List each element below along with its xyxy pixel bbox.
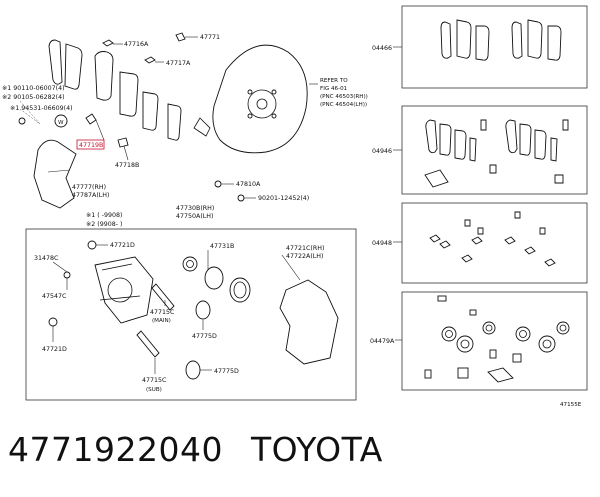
brand-name: TOYOTA xyxy=(250,430,383,469)
dust-cover-plate xyxy=(193,44,308,154)
label-47721D-bottom: 47721D xyxy=(42,346,67,353)
bolt-47810A xyxy=(214,180,222,188)
part-number-caption: 4771922040 TOYOTA xyxy=(8,430,411,469)
bolt-47721D-top xyxy=(87,240,97,250)
label-note1: ※1 90110-06007(4) xyxy=(2,85,65,92)
label-region-1: ※1 ( -9908) xyxy=(86,212,123,219)
kit-box-04479A xyxy=(401,291,588,391)
clip-47718B xyxy=(117,137,129,148)
svg-text:W: W xyxy=(58,120,64,126)
highlight-47719B xyxy=(76,139,105,150)
circled-w-marker xyxy=(54,114,68,128)
label-47719B[interactable]: 47719B xyxy=(79,142,103,149)
caliper-assembly-box xyxy=(25,228,357,401)
label-47721D-top: 47721D xyxy=(110,242,135,249)
label-refer-1: REFER TO xyxy=(320,78,348,84)
boot-47775D-upper xyxy=(195,300,211,320)
piston-seal-kit xyxy=(182,256,251,303)
caliper-mounting-bracket xyxy=(279,279,339,365)
clip-47717A xyxy=(144,56,156,64)
label-47730B: 47730B(RH) xyxy=(176,205,214,212)
bleeder-47547C xyxy=(63,271,71,279)
label-kit-04946: 04946 xyxy=(372,148,392,155)
label-47731B: 47731B xyxy=(210,243,234,250)
label-note2: ※2 90105-06282(4) xyxy=(2,94,65,101)
label-47810A: 47810A xyxy=(236,181,261,188)
caliper-body xyxy=(94,256,154,324)
label-31478C: 31478C xyxy=(34,255,59,262)
plate-47777 xyxy=(33,139,77,209)
label-47718B: 47718B xyxy=(115,162,139,169)
brake-pads-group xyxy=(48,39,182,141)
label-refer-4: (PNC 46504(LH)) xyxy=(320,102,367,108)
label-94531: ※1 94531-06609(4) xyxy=(10,105,73,112)
label-47787A: 47787A(LH) xyxy=(72,192,110,199)
kit-04466-pads xyxy=(440,19,562,61)
washer-90201 xyxy=(237,194,245,202)
label-90201: 90201-12452(4) xyxy=(258,195,309,202)
label-47547C: 47547C xyxy=(42,293,67,300)
boot-47775D-lower xyxy=(185,360,201,380)
label-region-2: ※2 (9908- ) xyxy=(86,221,123,228)
label-sub: (SUB) xyxy=(146,387,162,393)
shim-47719B xyxy=(85,113,97,125)
label-47771: 47771 xyxy=(200,34,220,41)
bolt-47721D-bottom xyxy=(48,317,58,327)
label-47750A: 47750A(LH) xyxy=(176,213,214,220)
label-47775D-upper: 47775D xyxy=(192,333,217,340)
label-refer-2: FIG 46-01 xyxy=(320,86,348,92)
label-47775D-lower: 47775D xyxy=(214,368,239,375)
label-47716A: 47716A xyxy=(124,41,149,48)
label-47777: 47777(RH) xyxy=(72,184,106,191)
slide-pin-main xyxy=(151,283,175,311)
kit-04479A-seals xyxy=(424,295,570,383)
kit-04946-pads xyxy=(424,119,569,188)
label-47715C-main: 47715C xyxy=(150,309,175,316)
kit-04948-clips xyxy=(429,211,556,267)
part-number: 4771922040 xyxy=(8,430,223,469)
kit-box-04948 xyxy=(401,202,588,284)
label-47721C: 47721C(RH) xyxy=(286,245,324,252)
bolt-94531 xyxy=(18,117,26,125)
label-47715C-sub: 47715C xyxy=(142,377,167,384)
label-kit-04948: 04948 xyxy=(372,240,392,247)
clip-47716A xyxy=(102,39,114,47)
label-47722A: 47722A(LH) xyxy=(286,253,324,260)
leader-lines xyxy=(47,36,318,374)
figure-reference: 47155E xyxy=(560,402,582,408)
label-main: (MAIN) xyxy=(152,318,171,324)
label-47717A: 47717A xyxy=(166,60,191,67)
slide-pin-sub xyxy=(136,330,160,358)
clip-47771 xyxy=(175,32,186,42)
label-kit-04466: 04466 xyxy=(372,45,392,52)
label-refer-3: (PNC 46503(RH)) xyxy=(320,94,368,100)
label-kit-04479A: 04479A xyxy=(370,338,395,345)
